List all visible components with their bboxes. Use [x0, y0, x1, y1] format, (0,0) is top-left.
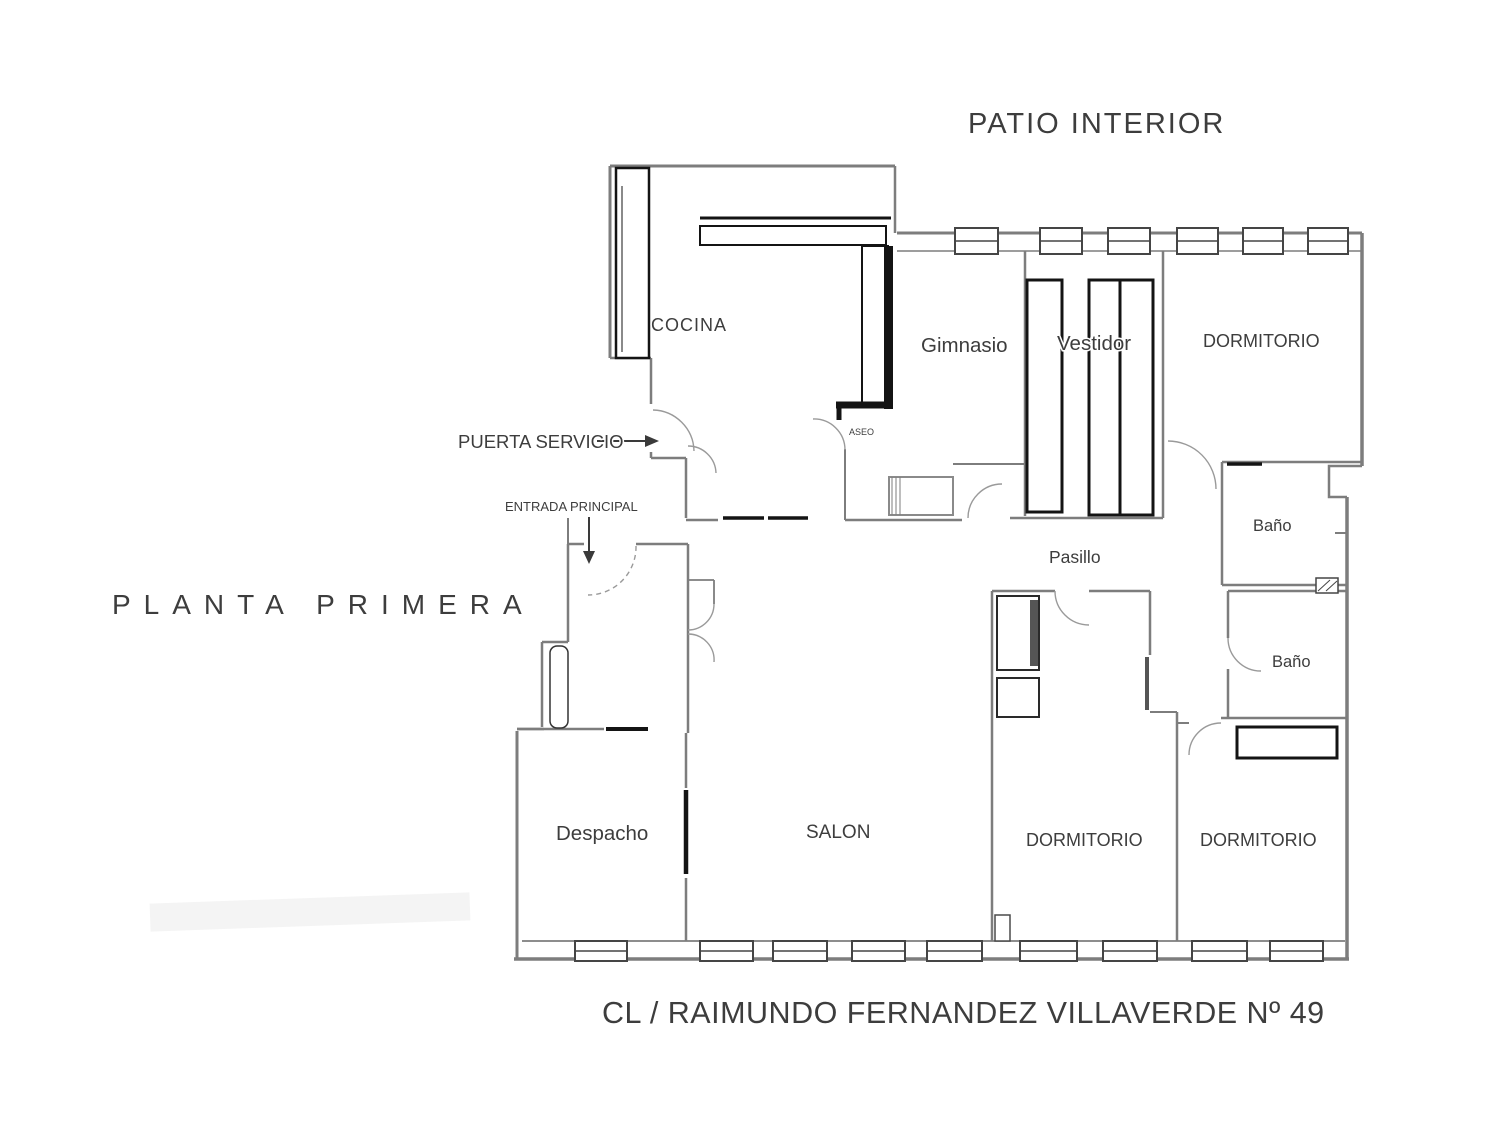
dormitorio-br-door-arc [1188, 722, 1222, 756]
service-door-arc [652, 409, 695, 452]
window-icon [574, 940, 628, 962]
kitchen-cabinet-left [614, 166, 651, 360]
room-label-despacho: Despacho [556, 822, 648, 845]
window-icon [1019, 940, 1078, 962]
room-label-dormitorio-br: DORMITORIO [1200, 830, 1317, 850]
room-label-dormitorio-top: DORMITORIO [1203, 331, 1320, 351]
room-label-salon: SALON [806, 822, 870, 843]
room-label-pasillo: Pasillo [1049, 547, 1101, 567]
shower-tray [888, 476, 954, 516]
doors [587, 409, 1262, 756]
gym-door-arc [967, 483, 1003, 519]
service-door-arrow-icon [597, 435, 659, 447]
room-label-aseo: ASEO [849, 427, 874, 437]
room-label-dormitorio-bl: DORMITORIO [1026, 830, 1143, 850]
bano-lower-door-arc [1227, 637, 1262, 672]
patio-interior-title: PATIO INTERIOR [968, 108, 1225, 140]
window-icon [1107, 227, 1151, 255]
door-leaves [606, 462, 1262, 874]
window-icon [1269, 940, 1324, 962]
window-icon [1176, 227, 1219, 255]
vestidor-wardrobes [1025, 278, 1155, 517]
main-entry-door-arc [587, 545, 637, 596]
kitchen-counter-right [836, 245, 893, 420]
annotation-puerta-servicio: PUERTA SERVICIO [458, 431, 624, 452]
room-label-gimnasio: Gimnasio [921, 334, 1008, 357]
dormitorio-top-door-arc [1167, 440, 1217, 490]
address-title: CL / RAIMUNDO FERNANDEZ VILLAVERDE Nº 49 [602, 996, 1325, 1030]
window-icon [772, 940, 828, 962]
scan-smudge [149, 892, 471, 932]
window-icon [851, 940, 906, 962]
dormitorio-bl-door-arc [1054, 590, 1090, 626]
window-icon [1242, 227, 1284, 255]
annotation-entrada-principal: ENTRADA PRINCIPAL [505, 499, 638, 514]
room-label-vestidor: Vestidor [1057, 332, 1131, 355]
window-icon [926, 940, 983, 962]
room-label-cocina: COCINA [651, 315, 727, 335]
window-icon [1315, 577, 1339, 594]
labels: PATIO INTERIOR PLANTA PRIMERA CL / RAIMU… [111, 107, 1326, 1032]
dormitorio-bl-wardrobe [994, 595, 1040, 942]
hall-closet-arc [687, 603, 715, 663]
window-icon [954, 227, 999, 255]
street-windows [574, 577, 1339, 962]
window-icon [699, 940, 754, 962]
radiator [549, 645, 569, 729]
window-icon [1307, 227, 1349, 255]
room-label-bano-lower: Baño [1272, 653, 1311, 671]
patio-windows [954, 227, 1349, 255]
furniture [549, 166, 1339, 942]
floor-title: PLANTA PRIMERA [112, 589, 535, 620]
aseo-door-arc [812, 418, 846, 451]
window-icon [1102, 940, 1158, 962]
kitchen-hall-door-arc [687, 445, 717, 474]
window-icon [1039, 227, 1083, 255]
dormitorio-br-wardrobe [1235, 725, 1339, 760]
main-entry-arrow-icon [583, 517, 595, 564]
room-label-bano-upper: Baño [1253, 517, 1292, 535]
kitchen-counter-top [699, 216, 891, 246]
window-icon [1191, 940, 1248, 962]
